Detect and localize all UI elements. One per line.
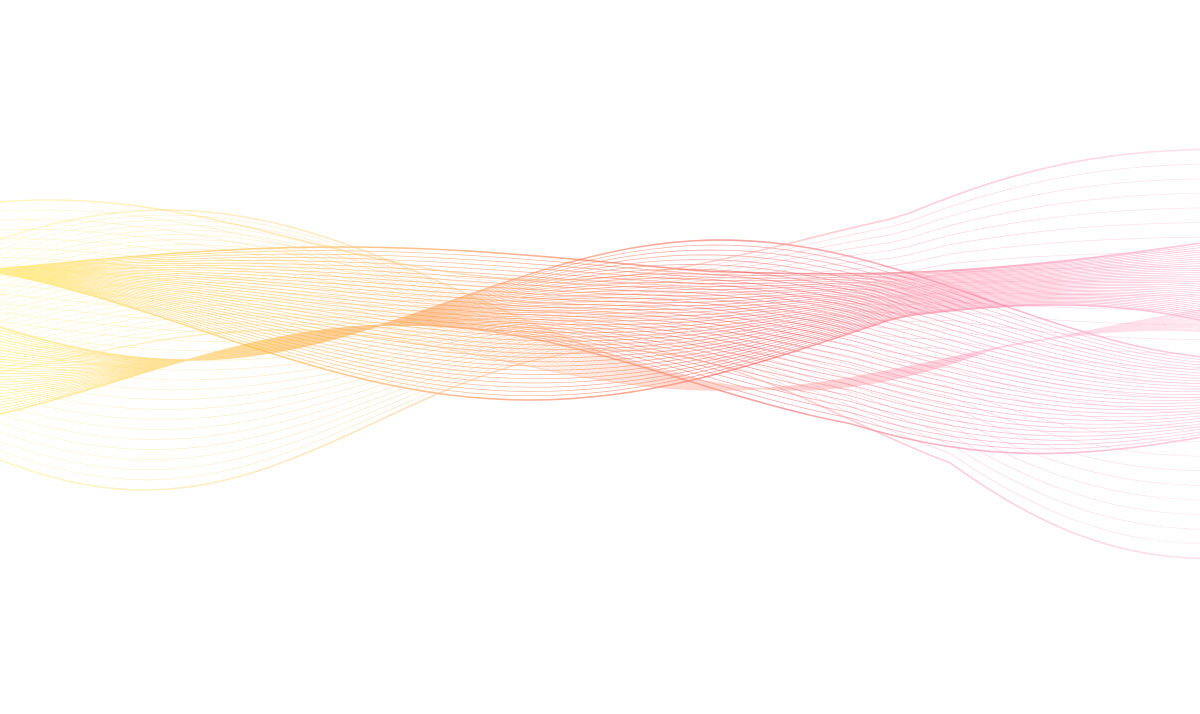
ribbon-strand: [0, 263, 1200, 300]
ribbon-strand: [0, 311, 1200, 355]
ribbon-strand: [0, 339, 1200, 501]
ribbon-strand: [0, 333, 1200, 472]
ribbon-strand: [0, 301, 1200, 326]
ribbon-strand: [0, 314, 1200, 369]
ribbon-strand: [0, 271, 1200, 350]
ribbon-strand: [0, 320, 1200, 399]
ribbon-strand: [0, 270, 1200, 342]
ribbon-strand: [0, 258, 1200, 294]
ribbon-strand: [0, 342, 1200, 515]
ribbon-strand: [0, 347, 1200, 545]
ribbon-strand: [0, 270, 1200, 338]
ribbon-edge: [0, 239, 1200, 361]
ribbon-strand: [0, 328, 1200, 442]
ribbon-strand: [0, 291, 1200, 318]
ribbon-strand: [0, 149, 1200, 281]
ribbon-strand: [0, 331, 1200, 457]
ribbon-strand: [0, 336, 1200, 486]
ribbon-strand: [0, 325, 1200, 428]
ribbon-strand: [0, 305, 1200, 334]
ribbon-strand: [0, 270, 1200, 330]
ribbon-strand: [0, 163, 1200, 284]
ribbon-strand: [0, 344, 1200, 530]
ribbon-orange-red: [0, 239, 1200, 455]
ribbon-strand: [0, 349, 1200, 559]
ribbon-strand: [0, 317, 1200, 384]
ribbon-strand: [0, 272, 1200, 392]
ribbon-edge: [0, 148, 1200, 281]
ribbon-strand: [0, 270, 1200, 322]
ribbon-strand: [0, 323, 1200, 413]
ribbon-strand: [0, 271, 1200, 367]
ribbon-strand: [0, 247, 1200, 279]
ribbon-edge: [0, 349, 1200, 560]
ribbon-strand: [0, 256, 1200, 291]
ribbon-edge: [0, 209, 1200, 391]
ribbon-group: [0, 148, 1200, 560]
ribbon-strand: [0, 308, 1200, 343]
ribbon-strand: [0, 271, 1200, 375]
ribbon-strand: [0, 260, 1200, 297]
ribbon-strand: [0, 280, 1200, 312]
ribbon-pink-haze: [0, 209, 1200, 391]
ribbon-strand: [0, 272, 1200, 397]
